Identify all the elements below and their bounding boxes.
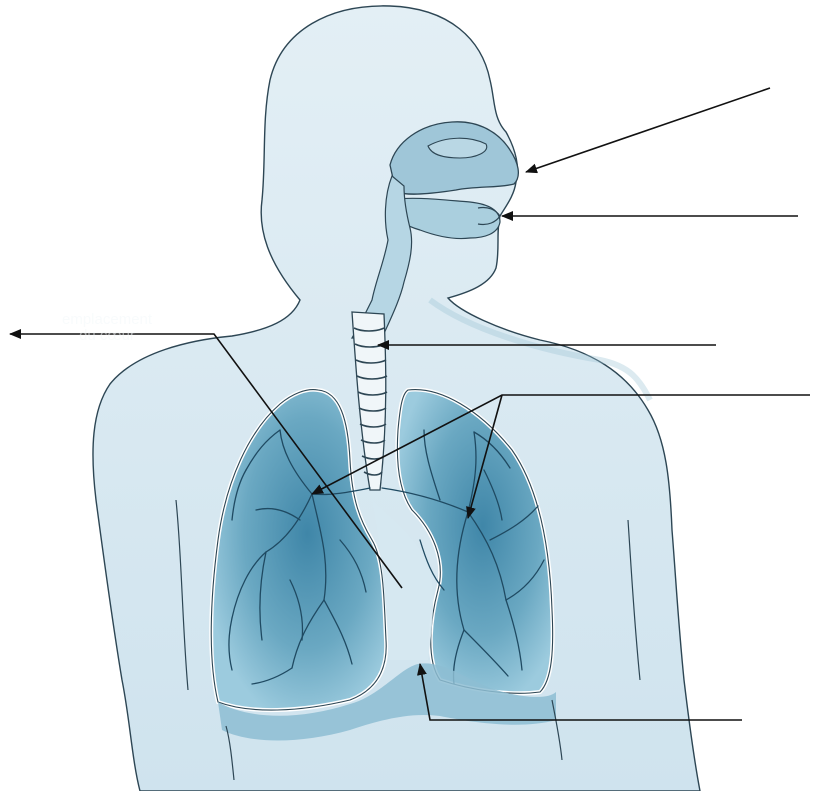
body-silhouette <box>93 6 700 791</box>
faint-label-line-2: du cœur <box>62 328 152 344</box>
faint-label-line-1: emplacement <box>62 312 152 328</box>
heart-location-faint-label: emplacement du cœur <box>62 312 152 344</box>
pointer-nose <box>526 88 770 172</box>
